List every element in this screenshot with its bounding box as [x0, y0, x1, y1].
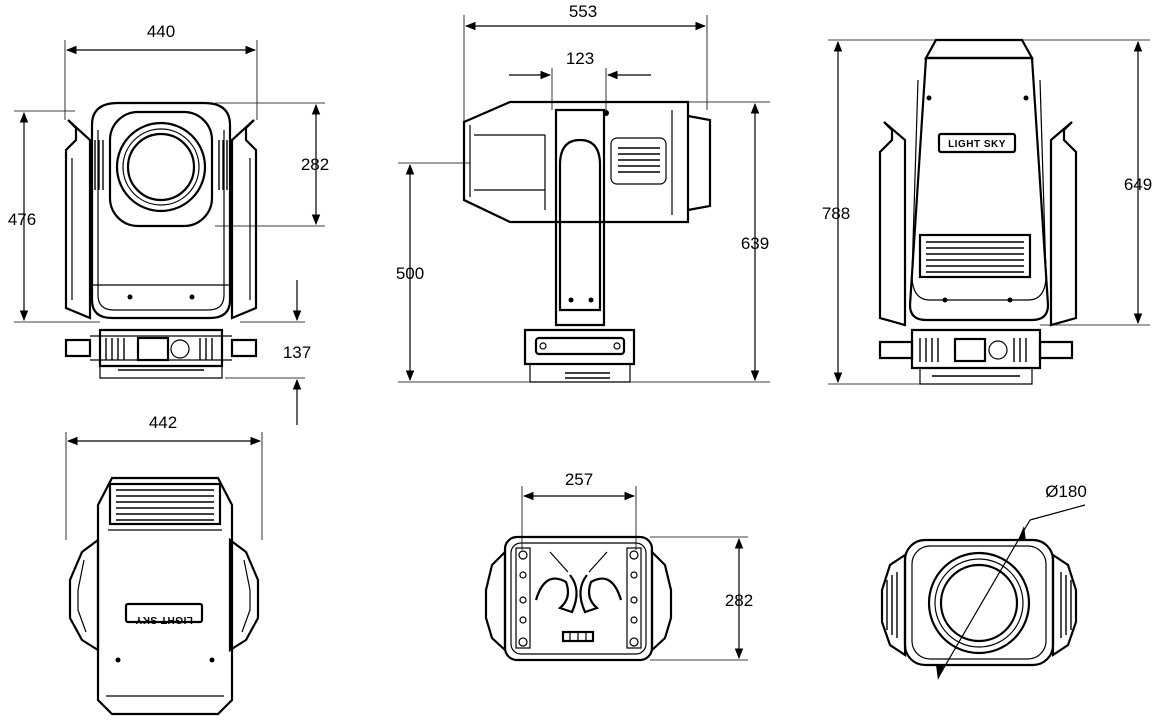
side-width-label: 553 — [569, 2, 597, 21]
back-brand-logo: LIGHT SKY — [948, 139, 1006, 150]
front-height-label: 476 — [8, 210, 36, 229]
back-height-label: 788 — [822, 204, 850, 223]
bottom-depth-label: 282 — [725, 591, 753, 610]
back-body-height-label: 649 — [1124, 175, 1152, 194]
front-base-height-label: 137 — [283, 343, 311, 362]
bottom-mount-spacing-label: 257 — [565, 470, 593, 489]
top-view: 442 LIGHT SKY — [65, 413, 263, 716]
side-arm-width-label: 123 — [566, 49, 594, 68]
side-total-height-label: 639 — [741, 234, 769, 253]
back-view: 788 649 LIGHT SKY — [822, 38, 1152, 385]
lens-diameter-label: Ø180 — [1045, 482, 1087, 501]
front-lens-height-label: 282 — [301, 155, 329, 174]
top-width-label: 442 — [149, 413, 177, 432]
bottom-view: 257 282 — [484, 470, 753, 662]
side-pivot-height-label: 500 — [396, 264, 424, 283]
top-brand-logo: LIGHT SKY — [135, 614, 193, 625]
front-view: 440 476 282 137 — [8, 22, 329, 425]
side-view: 553 123 500 639 — [396, 2, 770, 383]
front-width-label: 440 — [147, 22, 175, 41]
lens-view: Ø180 — [880, 482, 1087, 680]
